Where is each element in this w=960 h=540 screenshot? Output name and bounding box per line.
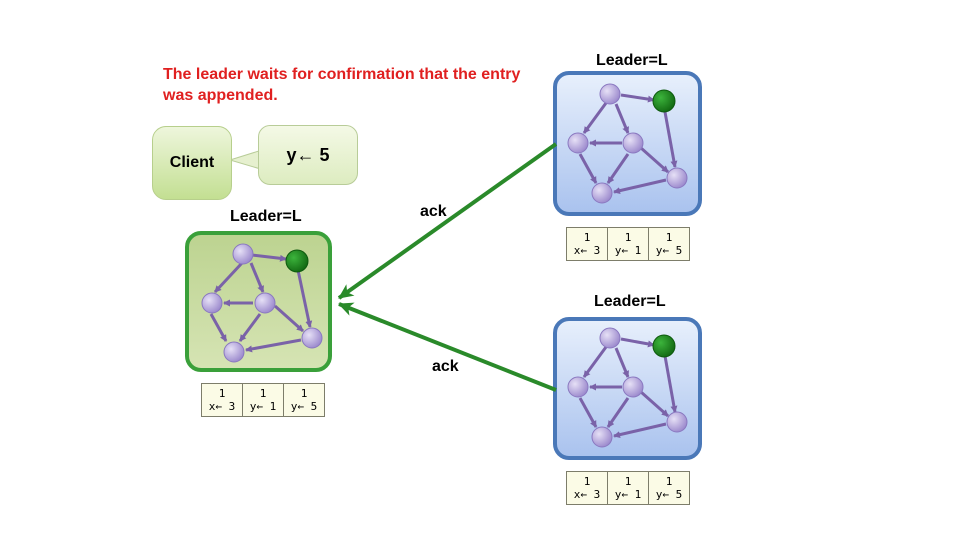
leader-graph-edges — [209, 253, 313, 353]
top-graph-nodes — [567, 83, 688, 204]
ack-label-bottom: ack — [432, 358, 459, 375]
ack-arrow-top — [337, 142, 558, 300]
slide-caption: The leader waits for confirmation that t… — [163, 66, 521, 104]
top-graph-edges — [578, 93, 678, 195]
client-label: Client — [169, 154, 215, 171]
bottom-graph-edges — [578, 337, 678, 439]
ack-label-top: ack — [420, 203, 447, 220]
client-command: y← 5 — [286, 144, 330, 165]
ack-arrow-bottom — [338, 302, 557, 392]
bottom-server-label: Leader=L — [594, 293, 666, 310]
leader-graph-nodes — [201, 243, 323, 363]
client-box: Client — [152, 126, 232, 200]
top-server-label: Leader=L — [596, 52, 668, 69]
bottom-graph-nodes — [567, 327, 688, 448]
leader-server-label: Leader=L — [230, 208, 302, 225]
client-command-bubble: y← 5 — [258, 125, 358, 185]
